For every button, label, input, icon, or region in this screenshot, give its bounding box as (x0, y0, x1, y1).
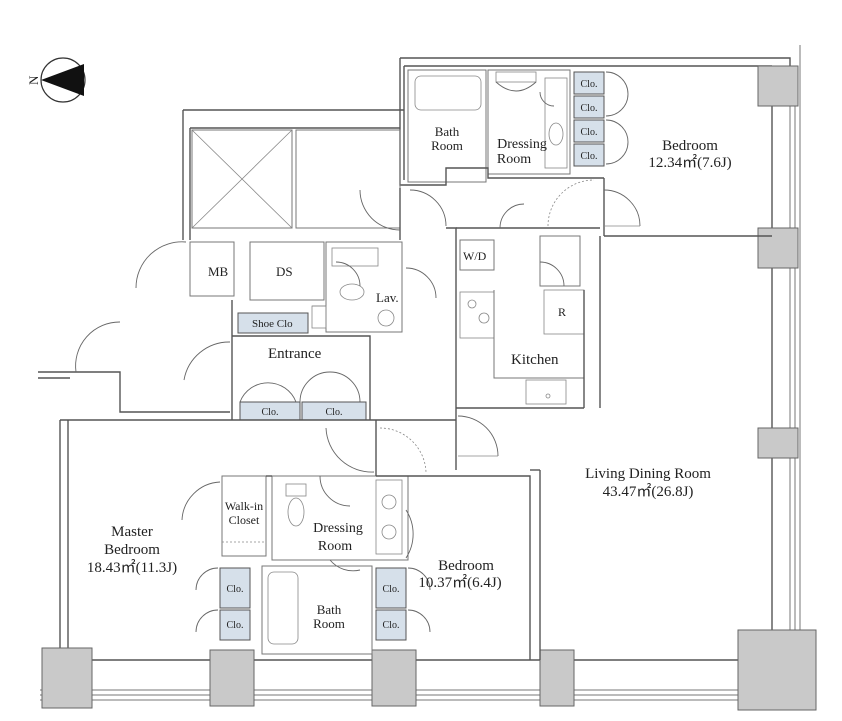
mid-walls (230, 408, 457, 477)
entrance: Shoe Clo Entrance Clo. Clo. (75, 300, 427, 473)
bathtub-top (414, 75, 482, 111)
living-area: 43.47㎡(26.8J) (603, 483, 694, 500)
toilet-top-icon (548, 122, 564, 146)
columns (41, 65, 817, 711)
clo-ne-1: Clo. (581, 79, 598, 90)
lav-label: Lav. (376, 290, 399, 305)
ds-label: DS (276, 264, 293, 279)
clo-entrance-2: Clo. (326, 407, 343, 418)
bath-bottom-label-2: Room (313, 616, 345, 631)
svg-text:Clo.: Clo. (383, 584, 400, 595)
dressing-top-label-1: Dressing (497, 137, 547, 152)
column-e1 (757, 227, 799, 269)
master-name-1: Master (111, 524, 153, 540)
column-s1 (209, 649, 255, 707)
wd-label: W/D (463, 249, 487, 263)
walk-in-label-1: Walk-in (225, 499, 263, 513)
column-sw (41, 647, 93, 709)
bedroom-s-name: Bedroom (438, 558, 494, 574)
column-e2 (757, 427, 799, 459)
closets-ne: Clo. Clo. Clo. Clo. (573, 71, 629, 167)
shoe-clo-label: Shoe Clo (252, 318, 293, 330)
kitchen: W/D R Kitchen (456, 235, 585, 457)
bedroom-s-area: 10.37㎡(6.4J) (418, 574, 501, 591)
svg-text:Clo.: Clo. (227, 620, 244, 631)
bath-top-label-1: Bath (435, 124, 460, 139)
column-s3 (539, 649, 575, 707)
shoe-clo-box (237, 312, 309, 334)
compass-needle-icon (41, 64, 84, 96)
mb-label: MB (208, 264, 229, 279)
clo-entrance-1: Clo. (262, 407, 279, 418)
living-name: Living Dining Room (585, 466, 711, 482)
master-area: 18.43㎡(11.3J) (87, 559, 177, 576)
compass-north-label: N (26, 75, 41, 85)
column-se (737, 629, 817, 711)
clo-ne-3: Clo. (581, 127, 598, 138)
bedroom-ne-name: Bedroom (662, 138, 718, 154)
compass: N (26, 57, 86, 103)
svg-text:Clo.: Clo. (262, 407, 279, 418)
entrance-label: Entrance (268, 346, 322, 362)
bedroom-ne-area: 12.34㎡(7.6J) (648, 154, 731, 171)
svg-text:Clo.: Clo. (326, 407, 343, 418)
svg-text:Clo.: Clo. (581, 103, 598, 114)
clo-master-1: Clo. (227, 584, 244, 595)
dressing-top-label-2: Room (497, 152, 531, 167)
utility-block: MB DS Lav. (135, 241, 437, 333)
shaft (191, 129, 401, 229)
kitchen-label: Kitchen (511, 352, 559, 368)
bath-top-label-2: Room (431, 138, 463, 153)
svg-text:Clo.: Clo. (227, 584, 244, 595)
clo-master-2: Clo. (227, 620, 244, 631)
walk-in-label-2: Closet (229, 513, 260, 527)
clo-ne-4: Clo. (581, 151, 598, 162)
clo-bedroom-s-1: Clo. (383, 584, 400, 595)
svg-text:Clo.: Clo. (581, 127, 598, 138)
bathtub-bottom (267, 571, 299, 645)
toilet-bottom-icon (287, 497, 305, 527)
svg-text:Clo.: Clo. (383, 620, 400, 631)
clo-ne-2: Clo. (581, 103, 598, 114)
svg-text:Clo.: Clo. (581, 151, 598, 162)
svg-text:Clo.: Clo. (581, 79, 598, 90)
bath-bottom-label-1: Bath (317, 602, 342, 617)
toilet-lav-icon (339, 283, 365, 301)
column-ne (757, 65, 799, 107)
clo-bedroom-s-2: Clo. (383, 620, 400, 631)
master-name-2: Bedroom (104, 542, 160, 558)
dressing-bottom-label-1: Dressing (313, 521, 363, 536)
column-s2 (371, 649, 417, 707)
corridor-walls (359, 167, 600, 408)
dressing-bottom-label-2: Room (318, 539, 352, 554)
fridge-label: R (558, 305, 566, 319)
